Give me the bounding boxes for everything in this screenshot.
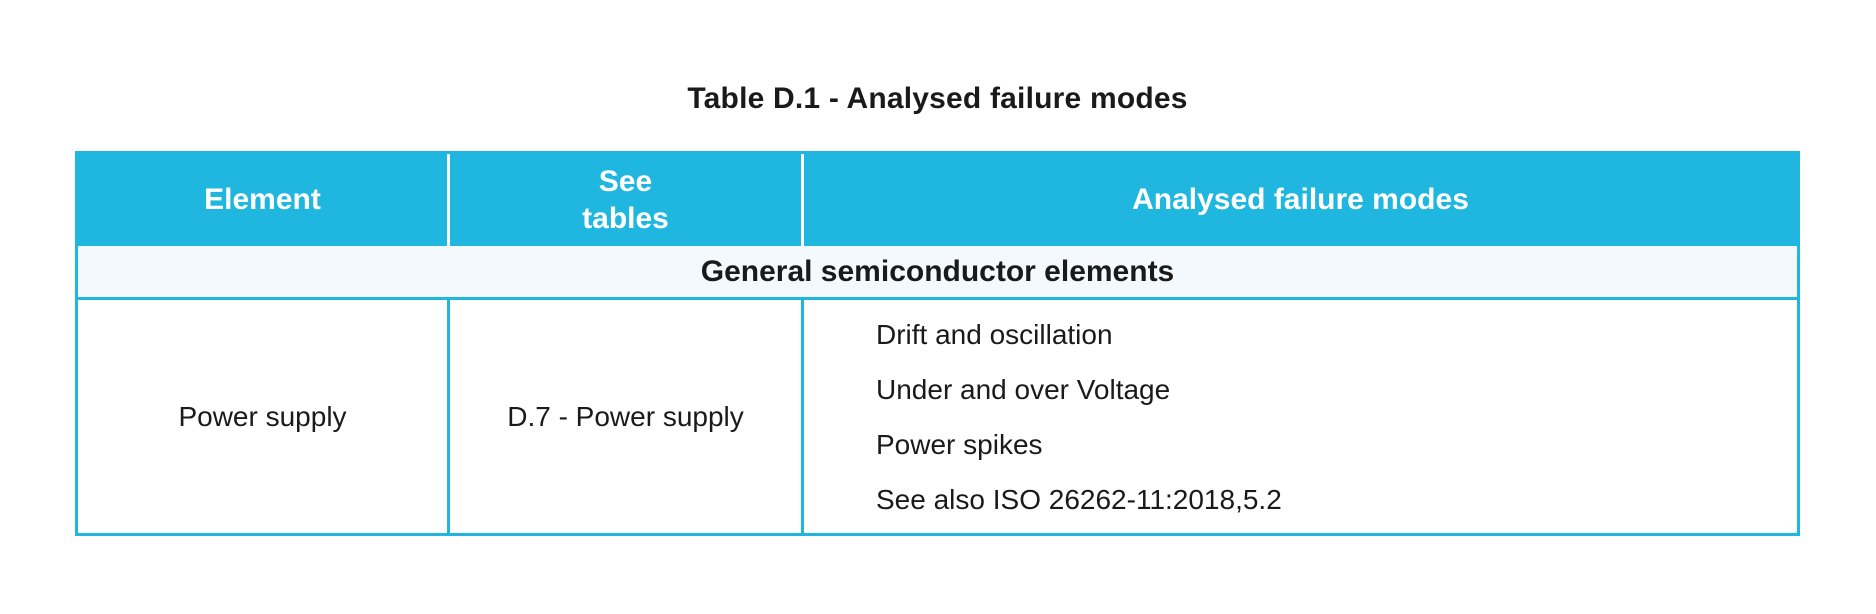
cell-failure-modes: Drift and oscillation Under and over Vol… — [804, 300, 1797, 533]
table-title: Table D.1 - Analysed failure modes — [687, 82, 1188, 115]
cell-see-tables: D.7 - Power supply — [450, 300, 804, 533]
failure-modes-table: Element See tables Analysed failure mode… — [75, 151, 1800, 536]
header-cell-element: Element — [78, 154, 450, 246]
failure-mode-line: Under and over Voltage — [876, 373, 1171, 405]
section-row: General semiconductor elements — [78, 246, 1797, 300]
table-data-row: Power supply D.7 - Power supply Drift an… — [78, 300, 1797, 533]
section-label: General semiconductor elements — [700, 254, 1175, 288]
header-cell-see-tables: See tables — [450, 154, 804, 246]
cell-element: Power supply — [78, 300, 450, 533]
table-header-row: Element See tables Analysed failure mode… — [78, 154, 1797, 246]
header-cell-analysed-failure-modes: Analysed failure modes — [1132, 183, 1469, 217]
failure-mode-line: Power spikes — [876, 428, 1043, 460]
failure-mode-line: See also ISO 26262-11:2018,5.2 — [876, 483, 1282, 515]
failure-mode-line: Drift and oscillation — [876, 318, 1113, 350]
